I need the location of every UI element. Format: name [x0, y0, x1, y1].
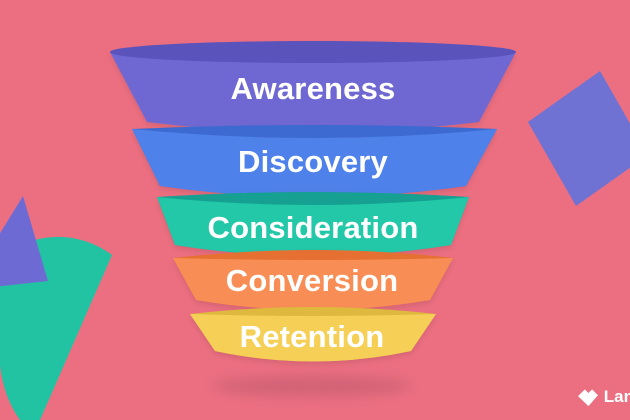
stage-label-awareness: Awareness — [230, 71, 396, 106]
stage-label-discovery: Discovery — [237, 144, 389, 179]
funnel-segment-consideration — [157, 192, 469, 256]
funnel-segment-retention-body — [190, 314, 436, 362]
funnel-segment-awareness — [110, 41, 516, 133]
funnel-ground-shadow — [212, 375, 412, 397]
decoration-triangle — [0, 196, 48, 287]
funnel-segment-discovery — [132, 125, 497, 197]
stage-label-retention: Retention — [239, 319, 385, 354]
decoration-square — [528, 71, 630, 206]
funnel-segment-conversion — [173, 250, 453, 310]
funnel-segment-awareness-top-opening — [110, 41, 516, 63]
funnel-segment-conversion-body — [173, 258, 453, 310]
stage-label-conversion: Conversion — [225, 263, 399, 298]
funnel-segment-retention — [190, 307, 436, 362]
funnel-segment-consideration-body — [157, 197, 469, 256]
funnel-segment-discovery-body — [132, 129, 497, 197]
brand-watermark: Lan — [577, 387, 630, 407]
brand-logo-icon — [577, 388, 598, 406]
brand-name: Lan — [603, 387, 630, 406]
funnel-segment-awareness-body — [110, 52, 516, 133]
stage-label-consideration: Consideration — [207, 210, 419, 245]
